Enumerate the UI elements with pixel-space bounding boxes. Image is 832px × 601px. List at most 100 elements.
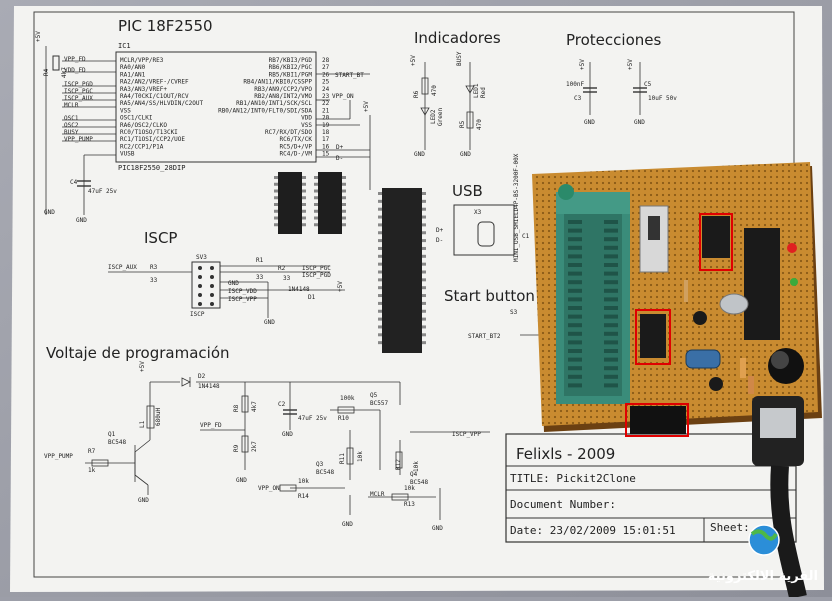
zif-slot [604, 331, 618, 336]
q3-label: Q3 [316, 461, 324, 468]
left-net-label: BUSY [64, 129, 79, 136]
programming-voltage-title: Voltaje de programación [46, 344, 230, 362]
chip-pin [422, 270, 426, 274]
zif-slot [568, 366, 582, 371]
zif-slot [568, 237, 582, 242]
c5-label: C5 [644, 81, 652, 88]
pcb-chip-2 [640, 314, 666, 358]
mcu-right-pin: RC4/D-/VM [279, 151, 312, 158]
zif-slot [604, 357, 618, 362]
chip-pin [422, 333, 426, 337]
chip-pin [422, 341, 426, 345]
ind-gnd-2: GND [460, 151, 471, 158]
left-net-label: VPP_FD [64, 56, 86, 63]
mcu-pin-number: 24 [322, 86, 330, 93]
protections-section: Protecciones +5V +5V 100nF C3 C5 10uF 50… [566, 31, 677, 126]
s3-label: S3 [510, 309, 518, 316]
mcu-left-pin: RC2/CCP1/P1A [120, 143, 164, 150]
resistor-1 [684, 280, 688, 302]
led2-color: Green [437, 108, 444, 126]
l1-label: L1 [139, 420, 146, 428]
mcu-left-pin: RA6/OSC2/CLKO [120, 122, 167, 129]
r7-label: R7 [88, 448, 96, 455]
icsp-title: ISCP [144, 229, 177, 247]
chip-pin [302, 196, 306, 200]
chip-pin [314, 182, 318, 186]
left-net-label: ISCP_PGC [64, 88, 93, 95]
chip-pin [314, 176, 318, 179]
r5-value: 470 [476, 119, 483, 130]
q1-label: Q1 [108, 431, 116, 438]
title-block: Felixls - 2009 TITLE: Pickit2Clone Docum… [505, 433, 797, 543]
chip-pin [302, 182, 306, 186]
mcu-left-pin: RA3/AN3/VREF+ [120, 86, 167, 93]
mcu-pin-number: 21 [322, 107, 330, 114]
chip-pin [274, 216, 278, 220]
highlight-box-2 [635, 309, 671, 365]
r13-value: 10k [404, 485, 415, 492]
chip-1 [278, 172, 302, 234]
sv3-label: SV3 [196, 254, 207, 261]
chip-pin [378, 294, 382, 298]
r9-label: R9 [233, 444, 240, 452]
chip-pin [314, 216, 318, 220]
chip-pin [302, 203, 306, 206]
chip-pin [422, 278, 426, 282]
r10-value: 100k [340, 395, 355, 402]
zif-slot [568, 220, 582, 224]
highlight-box-3 [625, 403, 689, 437]
chip-pin [302, 209, 306, 213]
pcb-mcu-chip [744, 228, 780, 340]
chip-pin [342, 216, 346, 220]
r9-value: 2k7 [251, 441, 258, 452]
zif-slot [604, 323, 618, 328]
transistor-2 [709, 377, 723, 391]
chip-pin [378, 301, 382, 305]
usb-section: USB X3 D+ D- MINI_USB_SHIELD4P-BS-3200F-… [436, 153, 530, 262]
led1-color: Red [480, 87, 487, 98]
zif-slot [568, 245, 582, 250]
chip-pin [378, 270, 382, 274]
c5-value: 10uF 50v [648, 95, 677, 102]
mcu-left-pin: RC1/T1OSI/CCP2/UOE [120, 136, 185, 143]
chip-pin [378, 278, 382, 282]
led1-label: LED1 [473, 83, 480, 98]
chip-pin [378, 262, 382, 266]
zif-slot [568, 331, 582, 336]
chip-pin [314, 189, 318, 193]
resistor-3 [748, 376, 754, 394]
chip-pin [422, 215, 426, 219]
d1-label: D1 [308, 294, 316, 301]
title-block-frame [505, 433, 797, 543]
transistor-1 [693, 311, 707, 325]
zif-slot [568, 323, 582, 328]
chip-pin [378, 317, 382, 321]
c4-label: C4 [70, 179, 78, 186]
dplus-net: D+ [336, 144, 344, 151]
crystal [719, 293, 749, 315]
zif-socket-inner [564, 212, 622, 396]
r11-value: 10k [357, 451, 364, 462]
chip-pin [422, 317, 426, 321]
chip-pin [274, 223, 278, 227]
usb-part: MINI_USB_SHIELD4P-BS-3200F-00X [513, 153, 520, 262]
iscp-aux-net: ISCP_AUX [108, 264, 137, 271]
l1-value: 680uH [155, 408, 162, 426]
zif-slot [604, 374, 618, 379]
vpp-on-net-2: VPP_ON [258, 485, 280, 492]
zif-slot [568, 288, 582, 293]
c2-label: C2 [278, 401, 286, 408]
c4-value: 47uF 25v [88, 188, 117, 195]
title-block-docnum: Document Number: [510, 498, 616, 511]
mcu-pin-number: 23 [322, 93, 330, 100]
icsp-gnd: GND [264, 319, 275, 326]
q5-part: BC557 [370, 400, 388, 407]
usb-plug-metal [760, 408, 796, 438]
chip-pin [378, 231, 382, 235]
r8-value: 4k7 [251, 401, 258, 412]
icsp-header [191, 261, 221, 309]
chip-pin [342, 223, 346, 227]
left-net-label: MCLR [64, 102, 79, 109]
chip-pin [302, 216, 306, 220]
